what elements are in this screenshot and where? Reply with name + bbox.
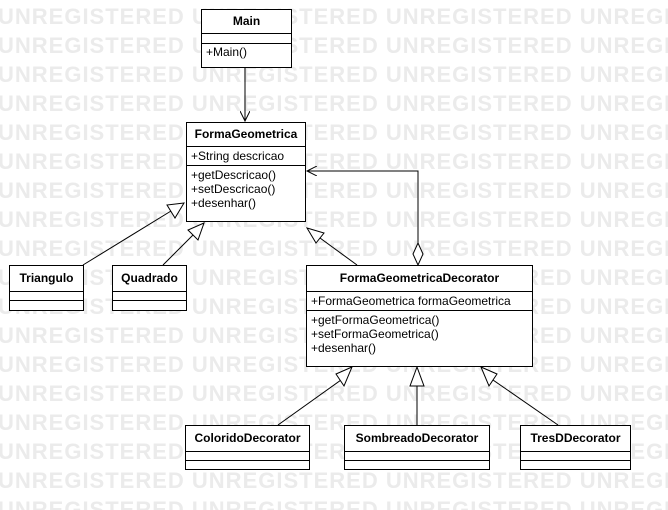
- attributes-compartment: [345, 452, 489, 461]
- operations-compartment: [345, 461, 489, 470]
- generalization-triangulo-head: [166, 202, 185, 219]
- aggregation-diamond: [412, 241, 424, 267]
- class-formageometricadecorator[interactable]: FormaGeometricaDecorator +FormaGeometric…: [306, 265, 533, 367]
- generalization-quadrado: [162, 234, 194, 266]
- generalization-colorido: [277, 379, 342, 426]
- attributes-compartment: +String descricao: [187, 147, 305, 166]
- generalization-quadrado-head: [187, 222, 205, 241]
- operations-compartment: [186, 461, 309, 470]
- operation: +getFormaGeometrica(): [311, 313, 440, 327]
- operation: +getDescricao(): [191, 168, 277, 182]
- operations-compartment: +getDescricao() +setDescricao() +desenha…: [187, 166, 305, 212]
- class-main[interactable]: Main +Main(): [201, 9, 292, 68]
- operations-compartment: [113, 301, 186, 310]
- operation: +desenhar(): [311, 341, 377, 355]
- operations-compartment: +getFormaGeometrica() +setFormaGeometric…: [307, 311, 532, 357]
- operations-compartment: [521, 461, 630, 470]
- generalization-colorido-head: [335, 366, 353, 388]
- class-name: Triangulo: [10, 266, 83, 292]
- operation: +setFormaGeometrica(): [311, 327, 439, 341]
- generalization-decorator: [319, 237, 358, 266]
- operations-compartment: +Main(): [202, 44, 291, 61]
- generalization-triangulo: [82, 210, 172, 266]
- attributes-compartment: +FormaGeometrica formaGeometrica: [307, 292, 532, 311]
- class-formageometrica[interactable]: FormaGeometrica +String descricao +getDe…: [186, 122, 306, 222]
- attribute: +String descricao: [191, 149, 285, 163]
- generalization-tresd: [492, 379, 559, 426]
- generalization-decorator-head: [305, 227, 325, 244]
- attributes-compartment: [202, 34, 291, 44]
- class-name: Quadrado: [113, 266, 186, 292]
- class-name: SombreadoDecorator: [345, 426, 489, 452]
- class-name: ColoridoDecorator: [186, 426, 309, 452]
- class-quadrado[interactable]: Quadrado: [112, 265, 187, 311]
- generalization-sombreado-head: [409, 365, 425, 387]
- attributes-compartment: [10, 292, 83, 301]
- class-name: Main: [202, 10, 291, 34]
- aggregation-decorator-forma: [307, 171, 419, 243]
- operation: +setDescricao(): [191, 182, 276, 196]
- class-coloridodecorator[interactable]: ColoridoDecorator: [185, 425, 310, 470]
- attributes-compartment: [521, 452, 630, 461]
- attributes-compartment: [113, 292, 186, 301]
- attributes-compartment: [186, 452, 309, 461]
- generalization-tresd-head: [480, 366, 498, 388]
- class-triangulo[interactable]: Triangulo: [9, 265, 84, 311]
- operations-compartment: [10, 301, 83, 310]
- class-tresddecorator[interactable]: TresDDecorator: [520, 425, 631, 470]
- class-name: FormaGeometricaDecorator: [307, 266, 532, 292]
- operation: +desenhar(): [191, 196, 257, 210]
- operation: +Main(): [206, 45, 248, 59]
- class-name: TresDDecorator: [521, 426, 630, 452]
- class-sombreadodecorator[interactable]: SombreadoDecorator: [344, 425, 490, 470]
- attribute: +FormaGeometrica formaGeometrica: [311, 294, 511, 308]
- class-name: FormaGeometrica: [187, 123, 305, 147]
